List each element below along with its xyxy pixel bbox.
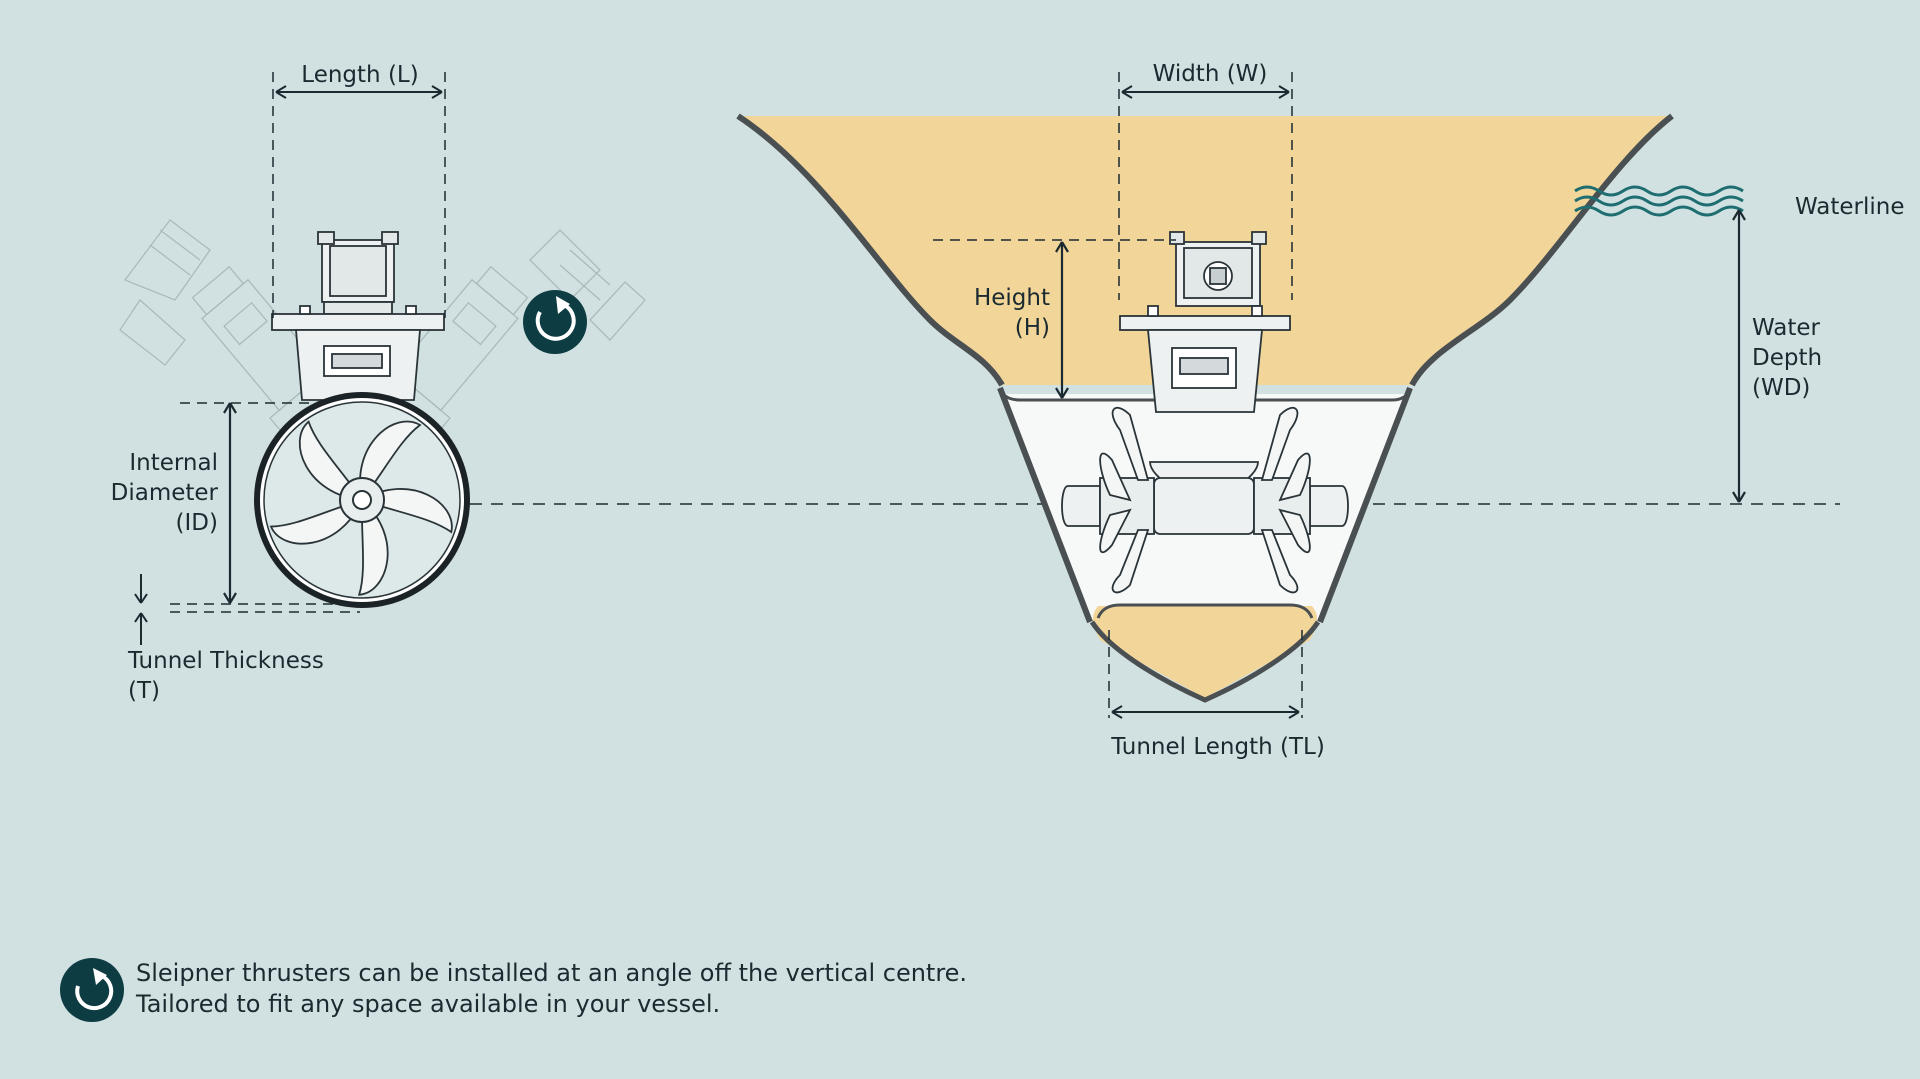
height-dimension xyxy=(933,239,1176,399)
footer-rotate-icon xyxy=(60,958,124,1022)
hull-keel xyxy=(1092,606,1318,698)
thruster-side-view xyxy=(119,219,646,608)
tunnel-length-dimension xyxy=(1108,630,1303,719)
height-label-line1: Height xyxy=(974,285,1050,311)
height-label-line2: (H) xyxy=(1015,315,1050,341)
length-label: Length (L) xyxy=(301,62,418,88)
width-label: Width (W) xyxy=(1153,61,1268,87)
footer-note: Sleipner thrusters can be installed at a… xyxy=(136,958,967,1020)
water-depth-dimension xyxy=(1732,209,1746,503)
thruster-front-view xyxy=(1061,231,1349,594)
internal-diameter-label-line1: Internal xyxy=(129,450,218,476)
waterline-waves xyxy=(1574,185,1744,217)
width-dimension xyxy=(1118,72,1293,300)
tunnel-propeller xyxy=(254,392,470,608)
waterline-label: Waterline xyxy=(1795,194,1905,220)
internal-diameter-label-line2: Diameter xyxy=(111,480,219,506)
water-depth-label-line1: Water xyxy=(1752,315,1821,341)
hull-cross-section xyxy=(736,113,1674,703)
angled-install-ghost-right xyxy=(373,229,646,433)
internal-diameter-dimension xyxy=(170,402,1840,613)
tunnel-thickness-label-line2: (T) xyxy=(128,678,160,704)
footer-line-2: Tailored to fit any space available in y… xyxy=(136,990,721,1018)
water-depth-label-line2: Depth xyxy=(1752,345,1822,371)
internal-diameter-label-line3: (ID) xyxy=(176,510,218,536)
footer-line-1: Sleipner thrusters can be installed at a… xyxy=(136,959,968,987)
length-dimension xyxy=(272,72,446,318)
water-depth-label-line3: (WD) xyxy=(1752,375,1810,401)
thruster-motor xyxy=(271,231,445,401)
rotate-icon xyxy=(523,290,587,354)
tunnel-length-label: Tunnel Length (TL) xyxy=(1110,734,1325,760)
tunnel-thickness-label-line1: Tunnel Thickness xyxy=(127,648,324,674)
tunnel-thickness-dimension xyxy=(134,574,148,645)
